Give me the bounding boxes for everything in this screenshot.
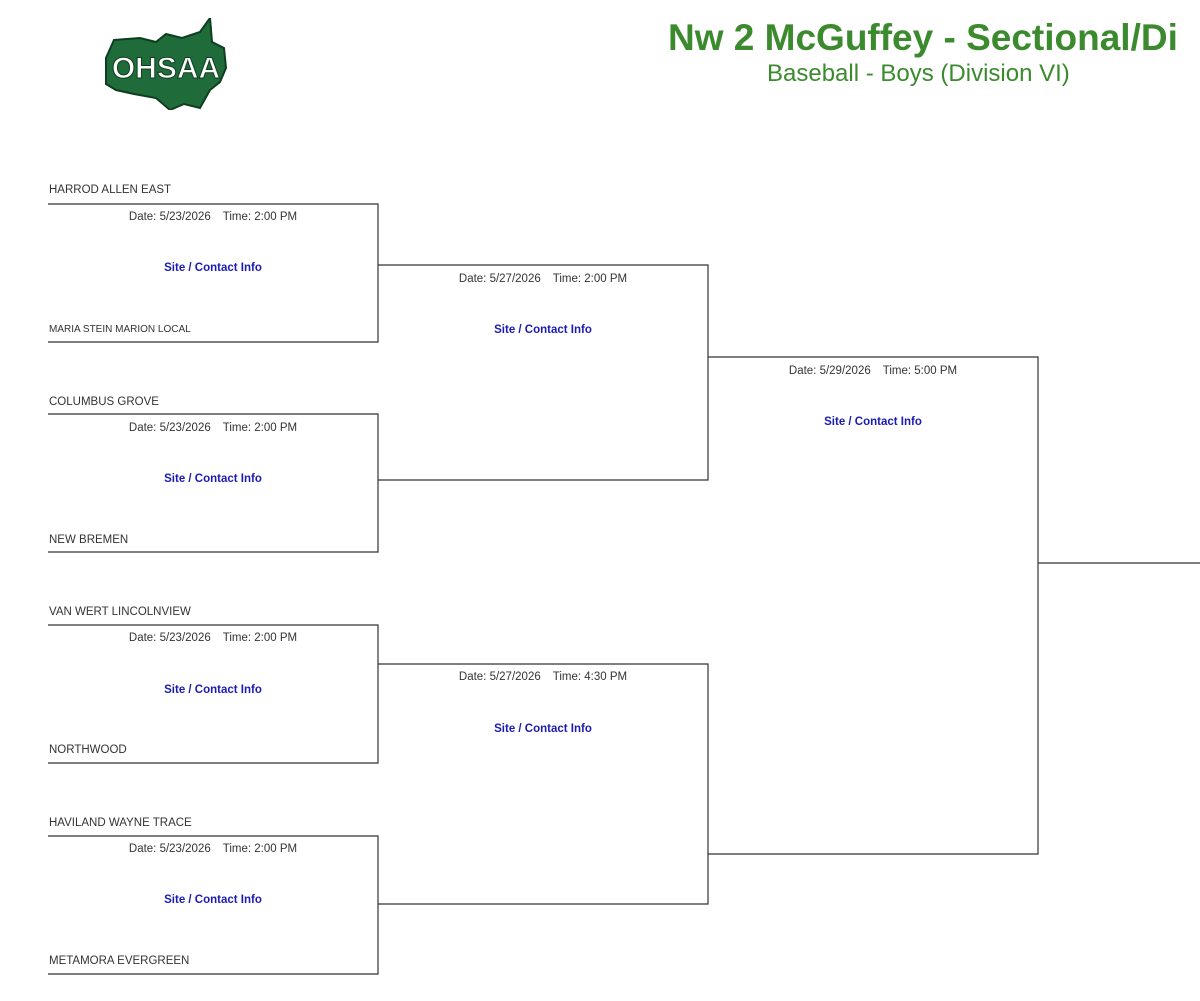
logo-text: OHSAA xyxy=(112,52,220,85)
team-label: MARIA STEIN MARION LOCAL xyxy=(49,324,191,335)
r1g4-bracket xyxy=(48,835,379,975)
team-label: VAN WERT LINCOLNVIEW xyxy=(49,606,191,618)
ohsaa-logo: OHSAA xyxy=(105,18,228,110)
team-label: METAMORA EVERGREEN xyxy=(49,955,190,967)
team-label: NORTHWOOD xyxy=(49,744,127,756)
site-contact-link[interactable]: Site / Contact Info xyxy=(164,894,262,906)
r1g2-bracket xyxy=(48,413,379,553)
team-label: NEW BREMEN xyxy=(49,534,129,546)
r2g2-bracket xyxy=(378,663,709,905)
site-contact-link[interactable]: Site / Contact Info xyxy=(494,723,592,735)
page-subtitle: Baseball - Boys (Division VI) xyxy=(767,60,1070,87)
site-contact-link[interactable]: Site / Contact Info xyxy=(164,684,262,696)
page-title: Nw 2 McGuffey - Sectional/Di xyxy=(668,17,1178,58)
site-contact-link[interactable]: Site / Contact Info xyxy=(164,262,262,274)
r3-bracket xyxy=(708,356,1039,855)
r2g1-bracket xyxy=(378,264,709,481)
site-contact-link[interactable]: Site / Contact Info xyxy=(164,473,262,485)
site-contact-link[interactable]: Site / Contact Info xyxy=(494,324,592,336)
site-contact-link[interactable]: Site / Contact Info xyxy=(824,416,922,428)
team-label: HAVILAND WAYNE TRACE xyxy=(49,817,192,829)
ohio-shape-icon xyxy=(105,18,228,110)
team-label: HARROD ALLEN EAST xyxy=(49,184,172,196)
team-label: COLUMBUS GROVE xyxy=(49,396,159,408)
r1g1-bracket xyxy=(48,203,379,343)
r1g3-bracket xyxy=(48,624,379,764)
